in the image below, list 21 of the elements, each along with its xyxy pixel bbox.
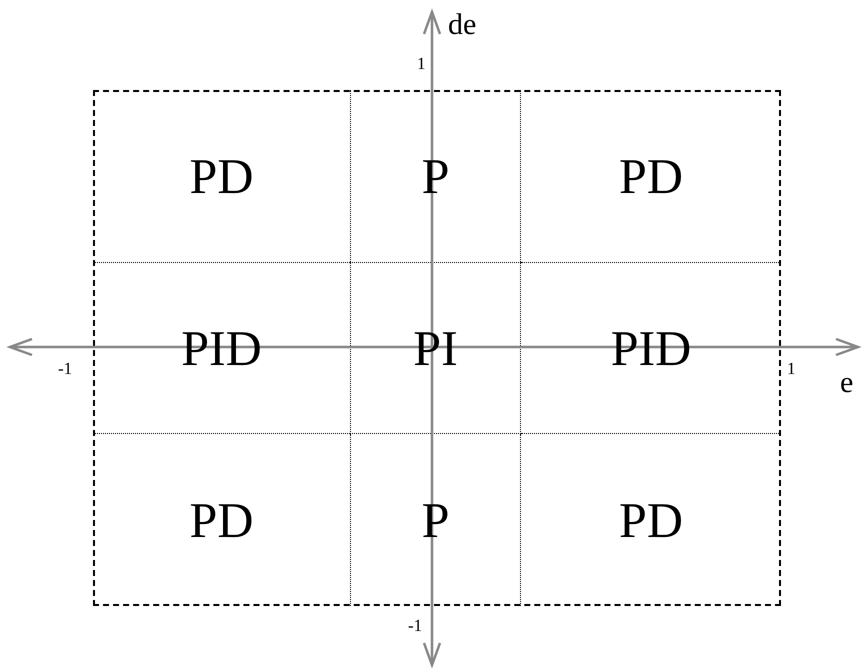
tick-label: 1 (787, 360, 796, 377)
region-label: PD (190, 147, 254, 205)
region-frame (93, 90, 781, 606)
region-label: PID (610, 319, 692, 377)
axis-label: de (448, 10, 476, 40)
region-label: PD (190, 491, 254, 549)
region-label: P (422, 491, 450, 549)
tick-label: -1 (58, 360, 72, 377)
region-label: PI (413, 319, 458, 377)
region-cell (350, 90, 521, 262)
region-cell (521, 262, 781, 434)
region-cell (93, 262, 350, 434)
tick-label: -1 (408, 617, 422, 634)
region-label: PD (619, 491, 683, 549)
region-label: PD (619, 147, 683, 205)
axis-label: e (840, 368, 854, 398)
region-label: PID (181, 319, 262, 377)
region-cell (350, 434, 521, 606)
tick-label: 1 (417, 55, 426, 72)
region-cell (350, 262, 521, 434)
region-label: P (422, 147, 450, 205)
